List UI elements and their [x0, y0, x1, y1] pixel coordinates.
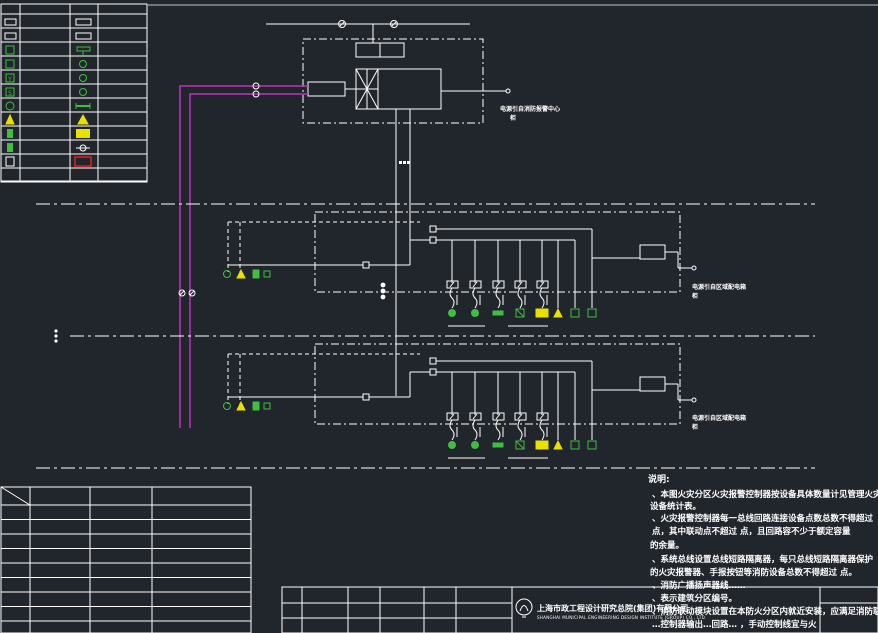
floor-b-power-source-label: 电源引自区域配电箱 柜: [692, 413, 746, 431]
bus-junction-top: [178, 82, 260, 297]
top-power-source-suffix: 柜: [510, 115, 517, 122]
floor-a-power-source-label: 电源引自区域配电箱 柜: [692, 282, 746, 300]
floor-b-power-source-suffix: 柜: [692, 424, 699, 431]
note-line: 、消防联动模块设置在本防火分区内就近安装，应满足消防联动要求。: [652, 607, 878, 617]
notes-title: 说明:: [648, 475, 670, 485]
revision-table: [0, 486, 252, 633]
floor-a-power-source-text: 电源引自区域配电箱: [692, 284, 747, 291]
institute-name: 上海市政工程设计研究总院(集团)有限公司: [537, 604, 689, 613]
top-power-source-text: 电源引自消防报警中心: [500, 106, 561, 113]
floor-b-panel: [223, 343, 697, 459]
note-line: 点，其中联动点不超过 点，且回路容不少于额定容量: [652, 527, 851, 537]
svg-text:S: S: [8, 90, 12, 97]
legend-symbols-right: [74, 18, 92, 167]
note-line: 、本图火灾分区火灾报警控制器按设备具体数量计见管理火灾报警: [652, 490, 878, 500]
floor-a-panel: [223, 211, 697, 327]
floor-b-power-source-text: 电源引自区域配电箱: [692, 415, 747, 422]
svg-text:Y: Y: [7, 76, 12, 83]
floor-a-power-source-suffix: 柜: [692, 293, 699, 300]
institute-name-en: SHANGHAI MUNICIPAL ENGINEERING DESIGN IN…: [537, 615, 707, 620]
broadcast-bus: [179, 85, 308, 428]
floor-separators: [36, 203, 815, 469]
note-line: …控制器输出…回路… ，手动控制线宜与火: [652, 620, 817, 630]
note-line: 的余量。: [650, 541, 685, 551]
legend-table: [0, 3, 148, 183]
note-line: 设备统计表。: [650, 502, 702, 512]
note-line: 、系统总线设置总线短路隔离器，每只总线短路隔离器保护: [652, 555, 874, 565]
fire-control-center: [266, 20, 511, 396]
title-block: [281, 586, 878, 633]
note-line: 、表示建筑分区编号。: [652, 594, 738, 604]
legend-symbols-left: Y S: [4, 18, 17, 167]
top-power-source-label: 电源引自消防报警中心 柜: [500, 104, 560, 122]
note-line: 、消防广播扬声器线……: [652, 581, 746, 591]
note-line: 、火灾报警控制器每一总线回路连接设备点数总数不得超过: [652, 514, 874, 524]
note-line: 的火灾报警器、手报按钮等消防设备总数不得超过 点。: [650, 568, 857, 578]
bus-dots: [399, 161, 410, 164]
